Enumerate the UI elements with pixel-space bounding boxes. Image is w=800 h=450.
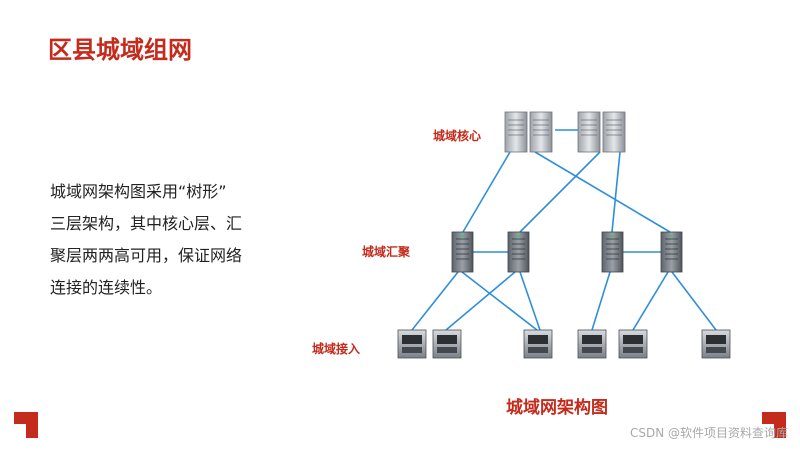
link-core-agg: [534, 151, 671, 233]
access-switch: [618, 329, 648, 359]
slide-title: 区县城域组网: [48, 36, 192, 64]
access-switch: [397, 329, 427, 359]
aggregation-switch: [660, 231, 683, 273]
description-line: 城域网架构图采用“树形”: [50, 182, 227, 201]
core-router: [577, 111, 626, 153]
aggregation-switch: [451, 231, 474, 273]
description-line: 三层架构，其中核心层、汇: [50, 214, 243, 233]
link-agg-access: [461, 271, 538, 331]
tier-label-aggregation: 城域汇聚: [362, 245, 411, 259]
link-agg-access: [411, 271, 459, 331]
access-switch: [432, 329, 462, 359]
core-router: [504, 111, 553, 153]
watermark: CSDN @软件项目资料查询库: [629, 426, 788, 440]
aggregation-switch: [507, 231, 530, 273]
link-agg-access: [445, 271, 516, 331]
link-agg-access: [519, 271, 541, 331]
links: [411, 129, 717, 331]
link-agg-access: [671, 271, 717, 331]
tier-label-access: 城域接入: [312, 342, 361, 356]
tier-label-core: 城域核心: [433, 129, 482, 143]
description-line: 连接的连续性。: [50, 278, 163, 297]
link-core-agg: [519, 151, 601, 233]
access-switch: [701, 329, 731, 359]
diagram-caption: 城域网架构图: [506, 398, 608, 418]
link-core-agg: [462, 151, 511, 233]
link-core-agg: [611, 151, 621, 233]
description-line: 聚层两两高可用，保证网络: [50, 246, 243, 265]
access-switch: [577, 329, 607, 359]
description: 城域网架构图采用“树形” 三层架构，其中核心层、汇 聚层两两高可用，保证网络 连…: [50, 176, 280, 304]
corner-mark-icon: [762, 412, 786, 438]
link-agg-access: [591, 271, 611, 331]
access-switch: [523, 329, 553, 359]
link-agg-access: [632, 271, 669, 331]
corner-mark-icon: [14, 412, 38, 438]
aggregation-switch: [601, 231, 624, 273]
